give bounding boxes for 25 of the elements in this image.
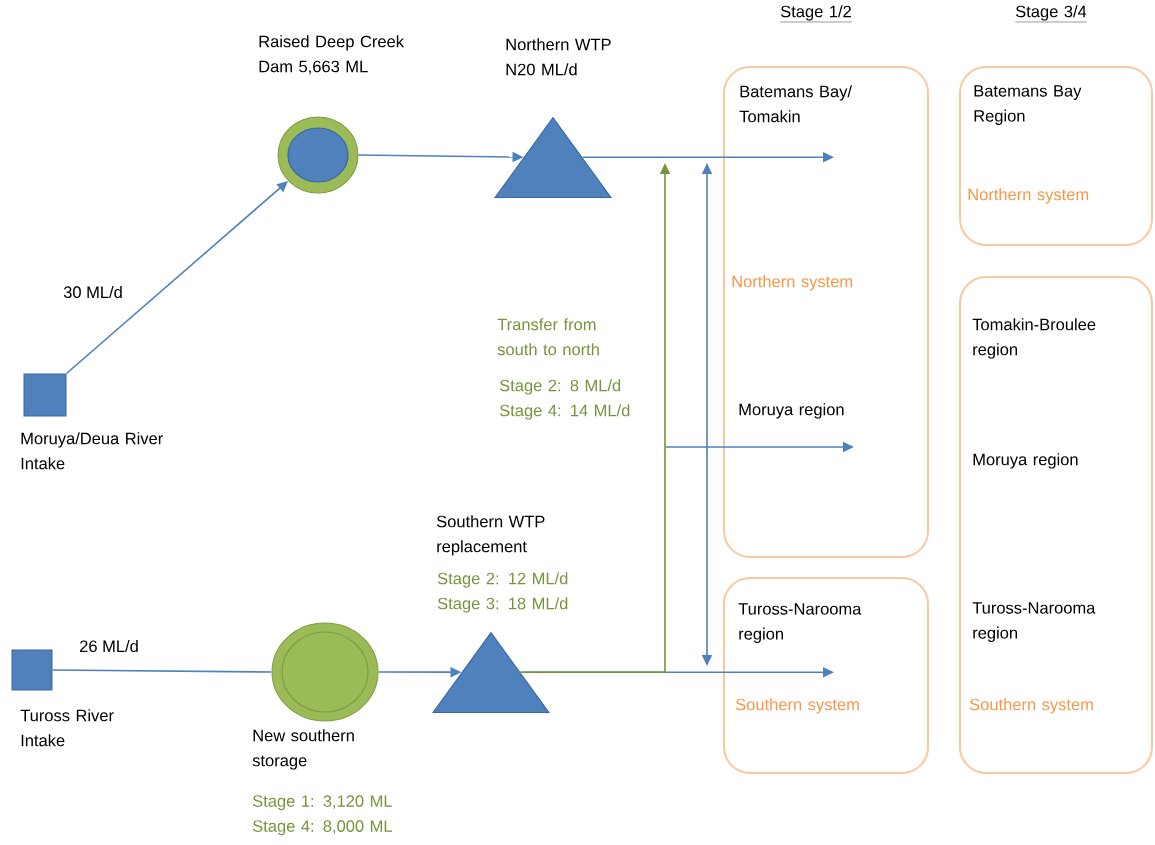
node-label: Moruya region <box>973 453 1078 469</box>
node-label: Raised Deep Creek Dam 5,663 ML <box>259 35 404 75</box>
node-label: Northern system <box>968 188 1089 204</box>
node-label: Tomakin-Broulee region <box>972 318 1096 359</box>
edge-label: 26 ML/d <box>80 639 138 653</box>
node-label: Stage 3/4 <box>1015 5 1087 23</box>
node-label: Batemans Bay Region <box>974 85 1082 125</box>
edge-label: 30 ML/d <box>63 285 122 299</box>
node-label: Stage 2: 8 ML/d Stage 4: 14 ML/d <box>499 379 630 420</box>
node-label: Moruya/Deua River Intake <box>21 432 163 470</box>
node-label: Northern system <box>732 275 853 291</box>
node-label: Tuross River Intake <box>20 709 114 747</box>
node-label: Southern system <box>735 698 859 714</box>
node-label: Moruya region <box>739 403 844 419</box>
node-label: New southern storage <box>252 729 354 770</box>
node-label: Southern system <box>969 698 1093 714</box>
node-label: Tuross-Narooma region <box>972 602 1096 642</box>
node-label: Stage 2: 12 ML/d Stage 3: 18 ML/d <box>437 572 568 613</box>
node-label: Stage 1/2 <box>780 5 852 23</box>
node-label: Stage 1: 3,120 ML Stage 4: 8,000 ML <box>252 795 392 836</box>
node-label: Northern WTP N20 ML/d <box>506 38 611 76</box>
node-label: Southern WTP replacement <box>436 515 545 556</box>
node-label: Tuross-Narooma region <box>738 603 862 643</box>
node-label: Batemans Bay/ Tomakin <box>739 85 852 123</box>
node-label: Transfer from south to north <box>497 318 599 356</box>
